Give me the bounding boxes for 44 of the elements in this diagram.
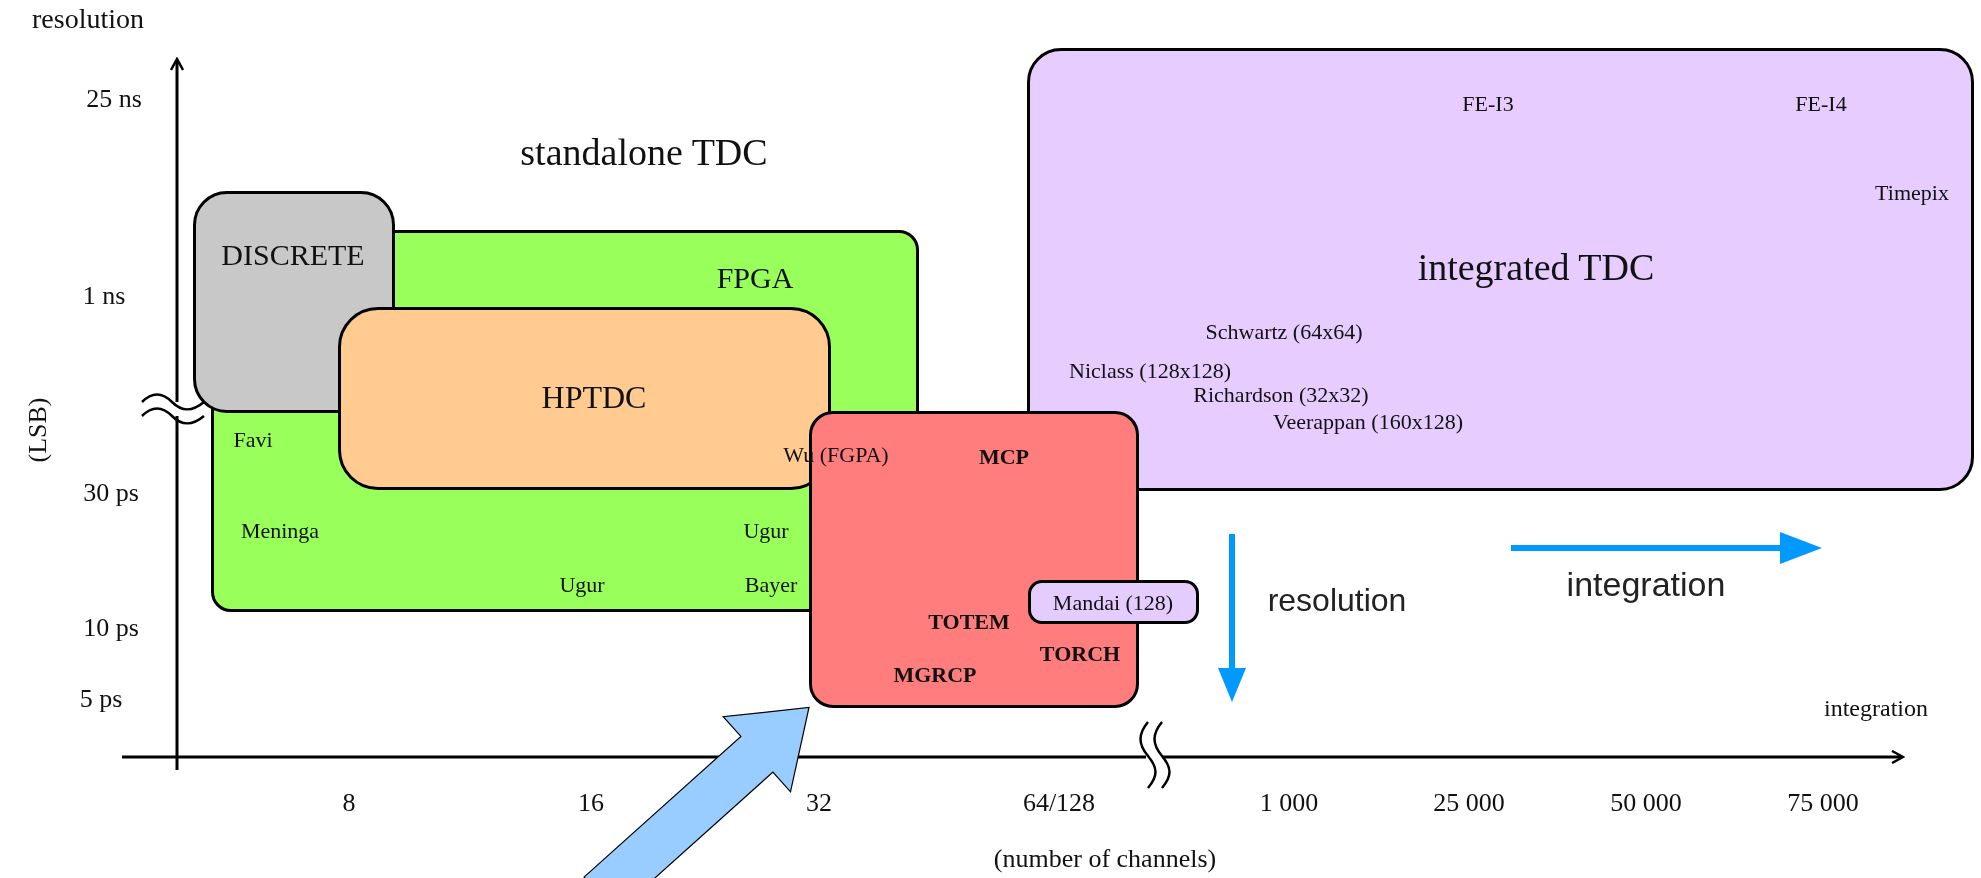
axis-label: 50 000 <box>1610 790 1682 816</box>
axis-label: 25 000 <box>1433 790 1505 816</box>
region-label: Favi <box>233 429 273 451</box>
axis-label: 1 ns <box>82 283 126 309</box>
region-label: Ugur <box>743 520 789 542</box>
region-label: DISCRETE <box>221 240 365 270</box>
region-box <box>1027 48 1974 491</box>
region-label: Bayer <box>744 574 798 596</box>
region-label: TORCH <box>1039 643 1121 665</box>
region-label: Schwartz (64x64) <box>1205 321 1363 343</box>
axis-label: 64/128 <box>1022 790 1096 816</box>
region-label: Meninga <box>240 520 320 542</box>
region-label: FE-I3 <box>1462 93 1514 115</box>
axis-label: (number of channels) <box>993 846 1217 872</box>
axis-label: integration <box>1824 696 1928 720</box>
region-label: MGRCP <box>893 664 977 686</box>
axis-label: (LSB) <box>25 397 51 463</box>
region-label: Mandai (128) <box>1052 592 1174 614</box>
axis-label: 1 000 <box>1259 790 1319 816</box>
arrow <box>583 706 810 878</box>
axis-label: 10 ps <box>83 615 139 641</box>
axis-label: 5 ps <box>79 686 123 712</box>
region-label: Ugur <box>559 574 605 596</box>
arrow-label: integration <box>1566 567 1726 601</box>
region-box <box>1028 580 1199 624</box>
region-label: Richardson (32x32) <box>1193 384 1369 406</box>
region-label: HPTDC <box>541 381 647 413</box>
region-label: TOTEM <box>928 611 1010 633</box>
region-label: Veerappan (160x128) <box>1273 411 1463 433</box>
axis-label: 25 ns <box>86 86 142 112</box>
region-label: integrated TDC <box>1417 248 1655 286</box>
region-label: FE-I4 <box>1795 93 1847 115</box>
axis-label: resolution <box>32 5 144 33</box>
axis-label: standalone TDC <box>520 133 768 171</box>
region-label: FPGA <box>716 263 794 293</box>
axis-label: 8 <box>342 790 356 816</box>
axis-label: 16 <box>578 790 604 816</box>
region-label: MCP <box>978 446 1030 468</box>
axis-label: 32 <box>806 790 832 816</box>
axis-label: 30 ps <box>83 480 139 506</box>
region-label: Timepix <box>1875 182 1949 204</box>
region-label: Niclass (128x128) <box>1069 360 1231 382</box>
arrow-label: resolution <box>1267 584 1407 616</box>
axis-label: 75 000 <box>1787 790 1859 816</box>
